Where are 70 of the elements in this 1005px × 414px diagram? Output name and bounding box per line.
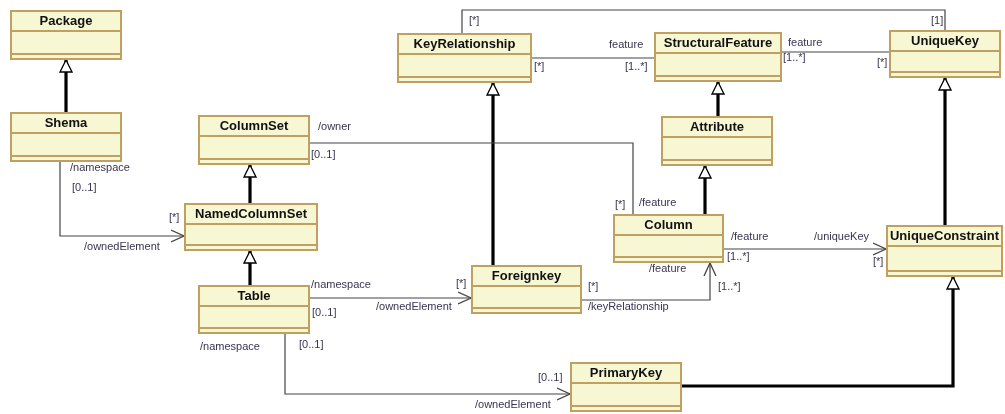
class-box (471, 265, 582, 314)
class-name: Foreignkey (491, 267, 562, 285)
class-name: Shema (44, 114, 88, 132)
association-end-label: /namespace (70, 161, 130, 174)
association-end-label: /ownedElement (84, 240, 160, 253)
association-end-label: [*] (469, 14, 480, 27)
association-end-label: [*] (534, 60, 545, 73)
association-end-label: [1..*] (625, 60, 648, 73)
class-box (184, 203, 318, 251)
generalization-arrow (243, 164, 257, 203)
class-name: NamedColumnSet (195, 205, 307, 223)
association-end-label: feature (788, 36, 823, 49)
class-box (10, 10, 122, 60)
generalization-arrow (711, 81, 725, 116)
class-box (198, 285, 310, 334)
association-end-label: [0..1] (299, 338, 324, 351)
class-name: Table (237, 287, 271, 305)
class-box (10, 112, 122, 162)
class-name: Column (644, 216, 693, 234)
association-end-label: [1..*] (783, 51, 806, 64)
class-name: KeyRelationship (413, 35, 516, 53)
class-name: ColumnSet (219, 117, 289, 135)
association-line (309, 142, 634, 215)
generalization-arrow (698, 165, 712, 214)
association-end-label: /feature (731, 230, 769, 243)
association-end-label: [0..1] (312, 306, 337, 319)
generalization-arrow (59, 59, 73, 112)
association-end-label: feature (609, 38, 644, 51)
class-name: StructuralFeature (663, 34, 773, 52)
association-end-label: [*] (456, 277, 467, 290)
class-name: UniqueConstraint (889, 227, 1000, 245)
association-end-label: [0..1] (72, 181, 97, 194)
association-line (781, 51, 890, 53)
association-end-label: [0..1] (311, 148, 336, 161)
association-line (461, 9, 946, 34)
association-end-label: [*] (877, 56, 888, 69)
association-line (531, 57, 655, 59)
association-end-label: /owner (318, 120, 352, 133)
class-box (397, 33, 532, 83)
class-box (570, 362, 682, 412)
generalization-arrow (682, 276, 960, 388)
class-box (661, 116, 773, 166)
association-arrow (723, 242, 887, 256)
class-name: UniqueKey (911, 32, 979, 50)
association-end-label: /feature (639, 196, 677, 209)
association-end-label: /namespace (311, 278, 371, 291)
association-end-label: [1] (931, 14, 944, 27)
class-name: PrimaryKey (589, 364, 663, 382)
class-box (889, 30, 1001, 78)
association-end-label: /ownedElement (475, 398, 551, 411)
association-end-label: /feature (649, 262, 687, 275)
class-name: Package (39, 12, 93, 30)
class-box (654, 32, 782, 82)
generalization-arrow (243, 250, 257, 285)
generalization-arrow (938, 77, 952, 225)
association-arrow (581, 262, 717, 301)
class-box (613, 214, 724, 263)
class-name: Attribute (689, 118, 745, 136)
generalization-arrow (486, 82, 500, 265)
association-end-label: /ownedElement (376, 300, 452, 313)
association-end-label: /keyRelationship (588, 300, 669, 313)
association-end-label: [1..*] (718, 280, 741, 293)
association-end-label: [*] (615, 198, 626, 211)
association-end-label: [*] (873, 255, 884, 268)
association-end-label: [*] (588, 280, 599, 293)
class-box (198, 115, 310, 165)
association-end-label: [0..1] (538, 371, 563, 384)
class-box (886, 225, 1003, 277)
association-end-label: [1..*] (727, 250, 750, 263)
association-end-label: /uniqueKey (814, 230, 870, 243)
